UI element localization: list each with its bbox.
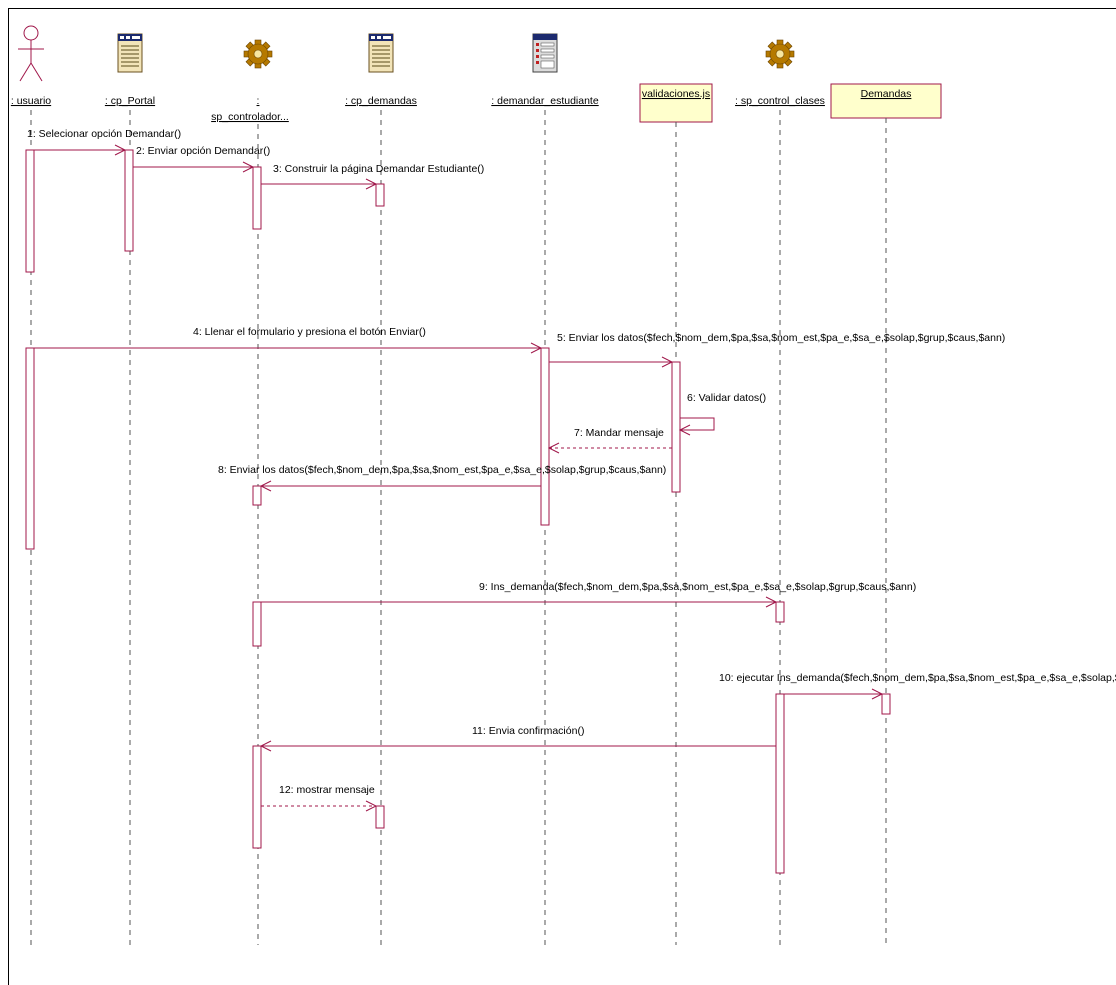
participant-label-demandas: Demandas bbox=[861, 88, 912, 100]
demandas-class-box bbox=[830, 83, 942, 119]
participant-label-cp-demandas: : cp_demandas bbox=[345, 95, 417, 107]
activation-bar bbox=[671, 361, 681, 493]
activation-bar bbox=[252, 601, 262, 647]
participant-label-sp-controlador-prefix: : bbox=[257, 95, 260, 107]
message-label-11: 11: Envia confirmación() bbox=[472, 725, 584, 737]
activation-bar bbox=[775, 601, 785, 623]
message-label-6: 6: Validar datos() bbox=[687, 392, 766, 404]
activation-bar bbox=[25, 149, 35, 273]
activation-bar bbox=[775, 693, 785, 874]
actor-icon bbox=[18, 25, 44, 82]
message-label-5: 5: Enviar los datos($fech,$nom_dem,$pa,$… bbox=[557, 332, 1005, 344]
participant-label-sp-control-clases: : sp_control_clases bbox=[735, 95, 825, 107]
message-arrow-10 bbox=[784, 688, 884, 700]
message-label-10: 10: ejecutar Ins_demanda($fech,$nom_dem,… bbox=[719, 672, 1116, 684]
activation-bar bbox=[252, 166, 262, 230]
participant-label-usuario: : usuario bbox=[11, 95, 51, 107]
message-arrow-3 bbox=[261, 178, 378, 190]
message-arrow-9 bbox=[261, 596, 778, 608]
message-arrow-12 bbox=[261, 800, 378, 812]
validaciones-class-box bbox=[639, 83, 713, 123]
message-label-2: 2: Enviar opción Demandar() bbox=[136, 145, 270, 157]
message-arrow-1 bbox=[34, 144, 127, 156]
activation-bar bbox=[25, 347, 35, 550]
message-arrow-8 bbox=[259, 480, 541, 492]
message-arrow-6 bbox=[678, 417, 715, 436]
activation-bar bbox=[252, 745, 262, 849]
activation-bar bbox=[375, 805, 385, 829]
participant-label-demandar-estudiante: : demandar_estudiante bbox=[491, 95, 599, 107]
form-icon bbox=[532, 33, 558, 73]
message-label-12: 12: mostrar mensaje bbox=[279, 784, 375, 796]
message-label-3: 3: Construir la página Demandar Estudian… bbox=[273, 163, 484, 175]
participant-label-validaciones-js: validaciones.js bbox=[642, 88, 710, 100]
message-label-9: 9: Ins_demanda($fech,$nom_dem,$pa,$sa,$n… bbox=[479, 581, 916, 593]
activation-bar bbox=[881, 693, 891, 715]
participant-label-sp-controlador: sp_controlador... bbox=[211, 111, 289, 123]
message-arrow-5 bbox=[549, 356, 674, 368]
activation-bar bbox=[540, 347, 550, 526]
server-page-gear-icon bbox=[765, 39, 795, 69]
server-page-gear-icon bbox=[243, 39, 273, 69]
message-arrow-2 bbox=[133, 161, 255, 173]
message-arrow-7 bbox=[547, 442, 672, 454]
message-label-8: 8: Enviar los datos($fech,$nom_dem,$pa,$… bbox=[218, 464, 666, 476]
message-arrow-11 bbox=[259, 740, 776, 752]
message-label-1: 1: Selecionar opción Demandar() bbox=[27, 128, 181, 140]
activation-bar bbox=[375, 183, 385, 207]
client-page-icon bbox=[117, 33, 143, 73]
client-page-icon bbox=[368, 33, 394, 73]
diagram-frame bbox=[8, 8, 1116, 985]
message-label-7: 7: Mandar mensaje bbox=[574, 427, 664, 439]
participant-label-cp-portal: : cp_Portal bbox=[105, 95, 155, 107]
message-arrow-4 bbox=[34, 342, 543, 354]
activation-bar bbox=[252, 485, 262, 506]
activation-bar bbox=[124, 149, 134, 252]
message-label-4: 4: Llenar el formulario y presiona el bo… bbox=[193, 326, 426, 338]
